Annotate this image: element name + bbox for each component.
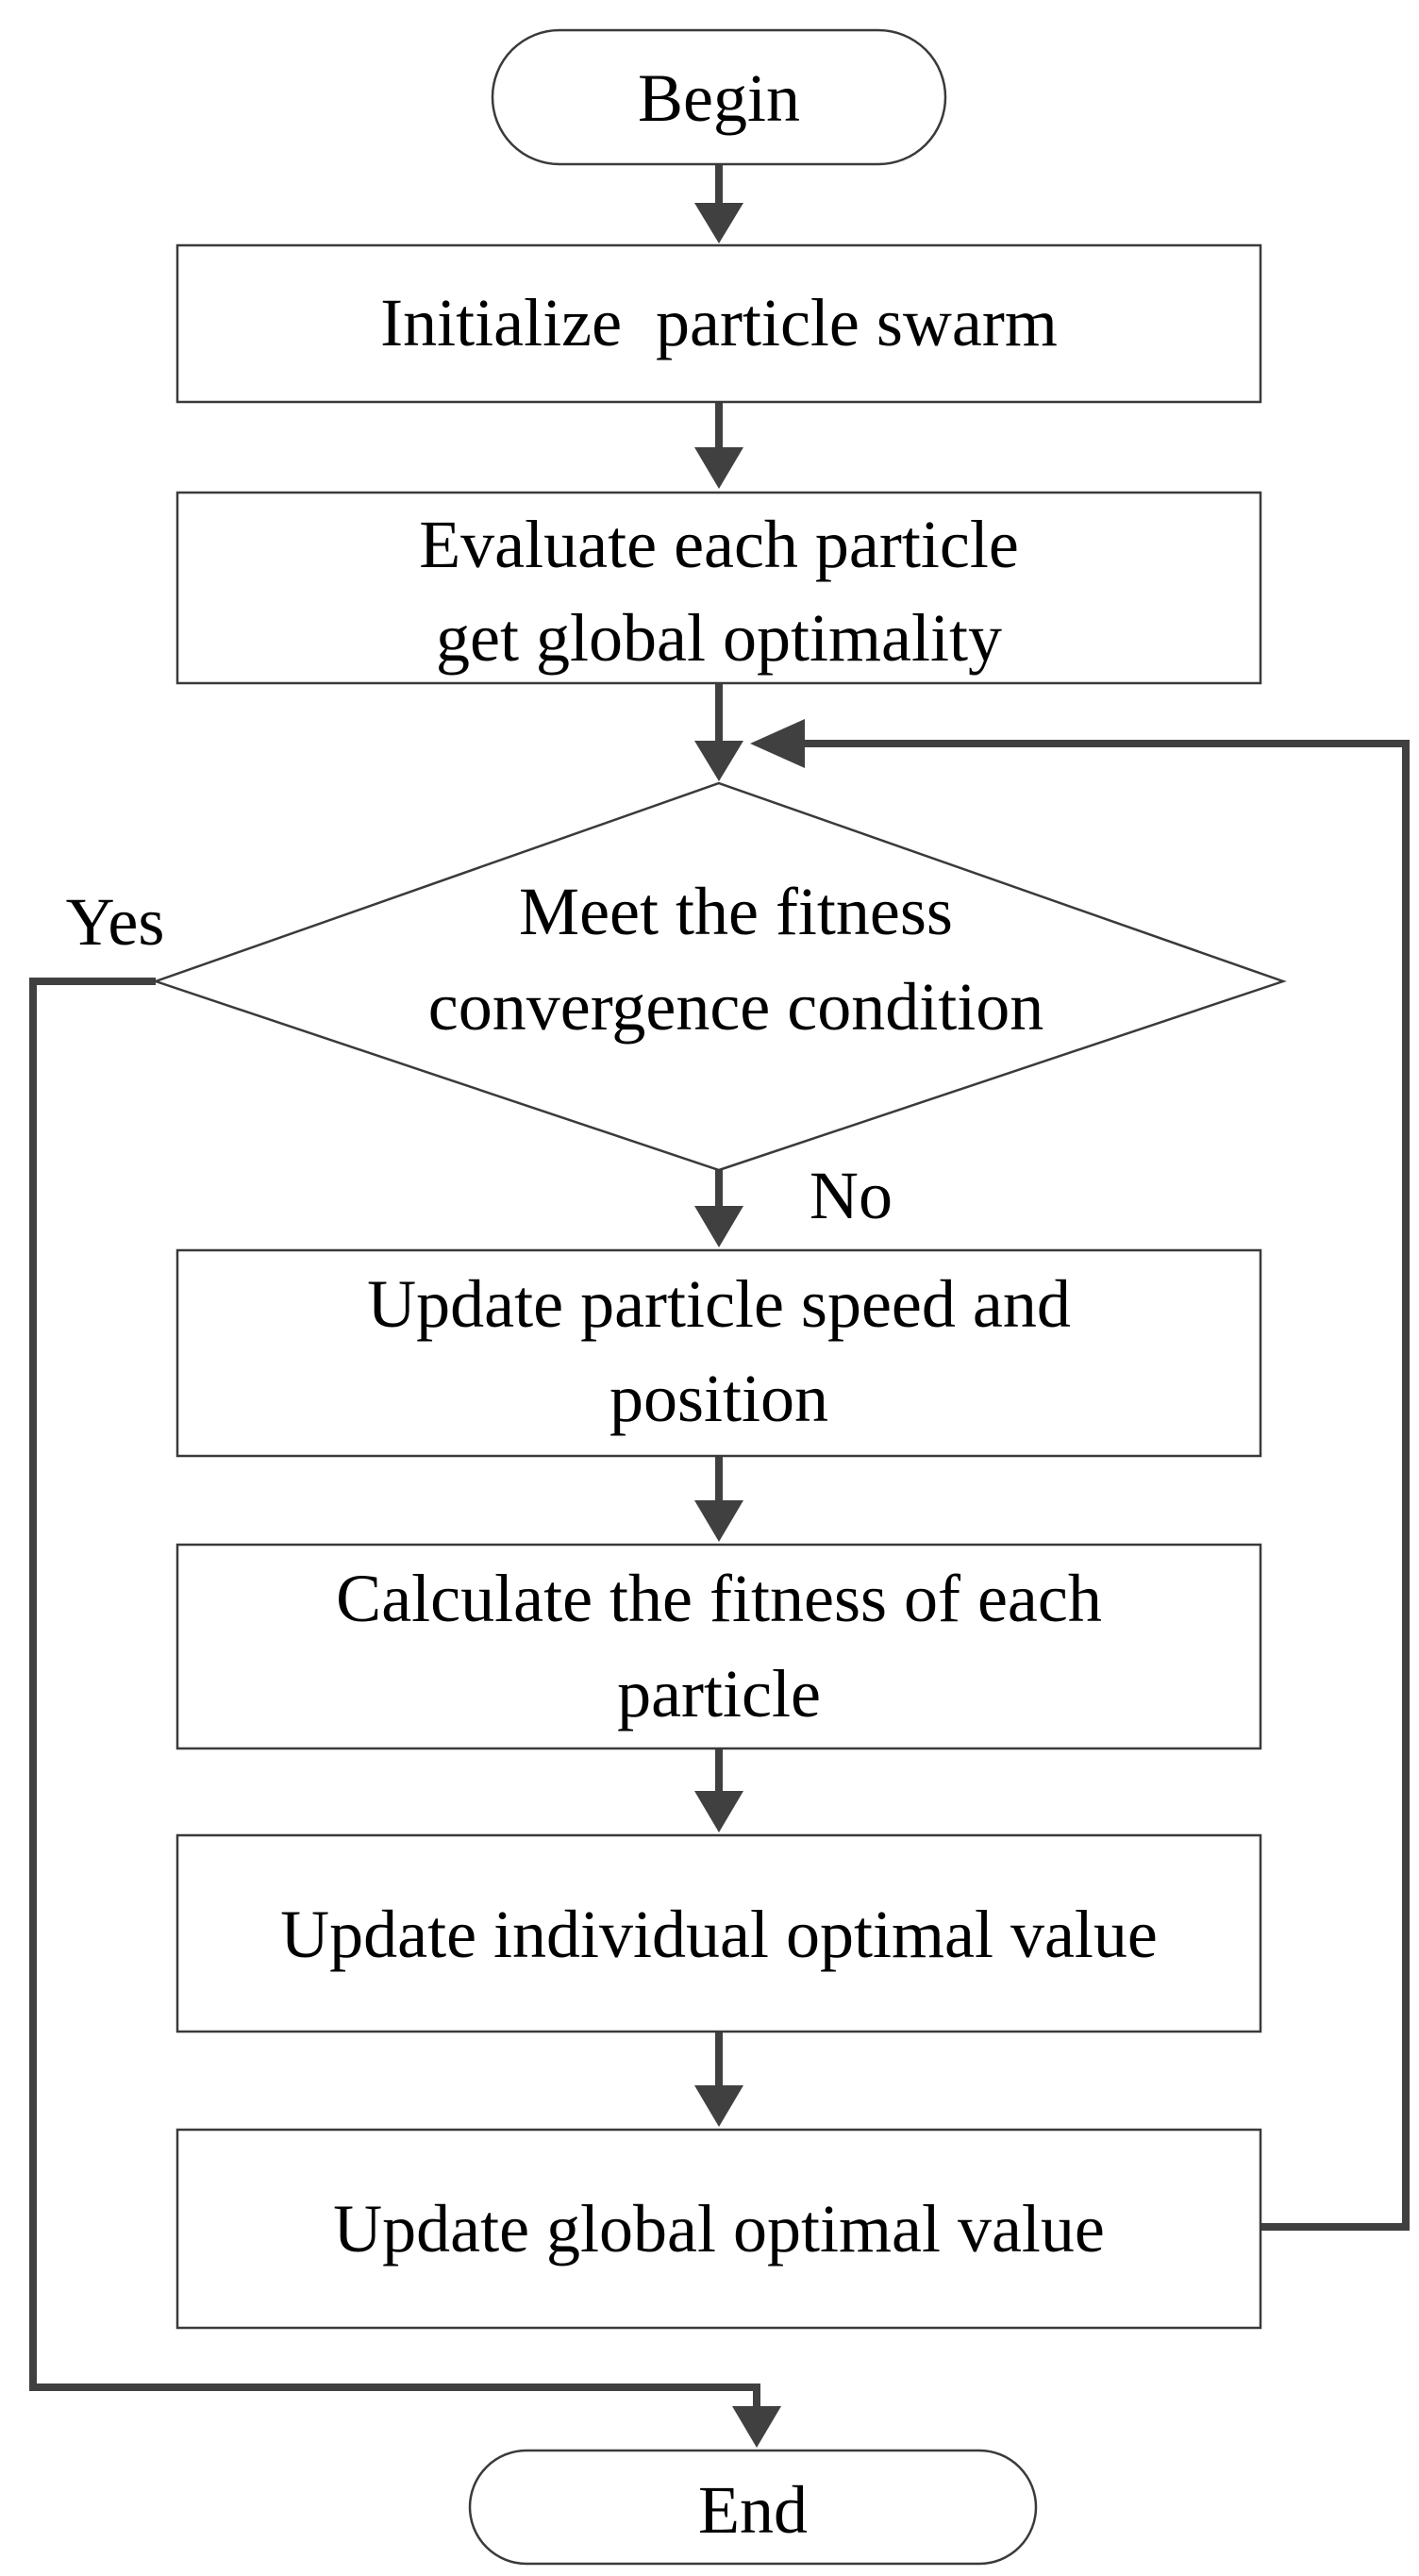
arrowhead-loop-back [750, 719, 805, 768]
arrowhead-evaluate [694, 447, 743, 489]
calc-fitness-label-line2: particle [617, 1656, 821, 1731]
yes-path-line [29, 978, 760, 2416]
loop-back-line [797, 740, 1410, 2231]
arrowhead-individual [694, 1791, 743, 1832]
update-speed-label-line1: Update particle speed and [367, 1266, 1071, 1342]
begin-terminator [491, 28, 947, 166]
init-box [175, 243, 1262, 404]
calc-fitness-box [175, 1543, 1262, 1750]
evaluate-box [175, 491, 1262, 685]
arrowhead-init [694, 203, 743, 243]
init-label: Initialize particle swarm [380, 285, 1058, 360]
update-global-label: Update global optimal value [333, 2191, 1105, 2267]
calc-fitness-label-line1: Calculate the fitness of each [336, 1561, 1102, 1636]
arrowhead-global [694, 2085, 743, 2127]
update-individual-box [175, 1833, 1262, 2033]
update-speed-box [175, 1248, 1262, 1458]
yes-label: Yes [66, 884, 165, 960]
update-speed-label-line2: position [609, 1361, 828, 1436]
arrowhead-calc [694, 1500, 743, 1542]
arrowhead-update-speed [694, 1206, 743, 1247]
arrowhead-decision [694, 741, 743, 781]
begin-label: Begin [638, 60, 800, 136]
update-global-box [175, 2128, 1262, 2330]
decision-diamond [152, 781, 1287, 1172]
decision-label-line1: Meet the fitness [519, 874, 953, 949]
evaluate-label-line1: Evaluate each particle [419, 507, 1019, 582]
no-label: No [810, 1158, 893, 1233]
evaluate-label-line2: get global optimality [436, 600, 1002, 676]
end-terminator [468, 2449, 1038, 2566]
arrowhead-end [732, 2406, 781, 2448]
update-individual-label: Update individual optimal value [280, 1897, 1158, 1972]
end-label: End [698, 2472, 808, 2548]
decision-label-line2: convergence condition [428, 969, 1043, 1045]
